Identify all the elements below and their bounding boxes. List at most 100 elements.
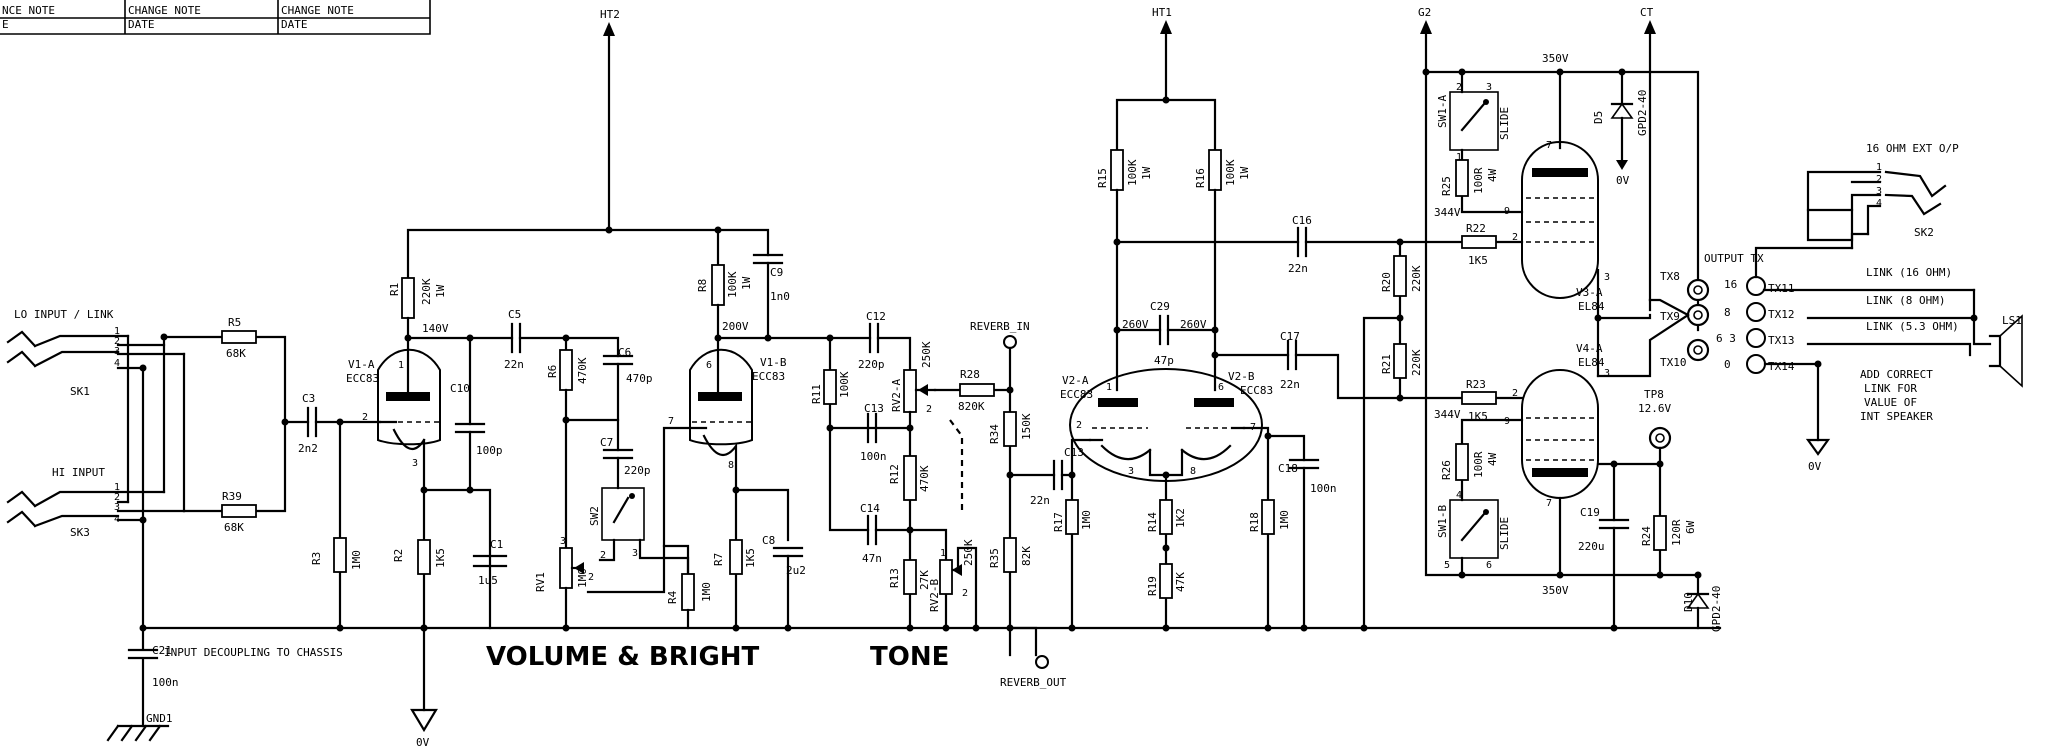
d10-diode: D10 GPD2-40 [1682,571,1723,632]
c7-value: 220p [624,464,651,477]
note-line: VALUE OF [1864,396,1917,409]
r7-value: 1K5 [744,548,757,568]
r35-ref: R35 [988,548,1001,568]
r1-ref: R1 [388,283,401,296]
pin: 2 [1456,82,1462,93]
output-tx-title: OUTPUT TX [1704,252,1764,265]
c3-value: 2n2 [298,442,318,455]
jack-pin: 4 [1876,198,1882,209]
c6-ref: C6 [618,346,631,359]
r13-ref: R13 [888,568,901,588]
rv1-ref: RV1 [534,572,547,592]
section-tone: TONE [870,642,949,672]
pin: 2 [600,550,606,561]
c29-ref: C29 [1150,300,1170,313]
tap-label: 6 3 [1716,332,1736,345]
r28-ref: R28 [960,368,980,381]
ov-label: 0V [1808,460,1822,473]
r24-power: 6W [1684,520,1697,534]
title-cell: E [2,18,9,31]
r3-resistor: R3 1M0 [310,420,363,630]
c5-capacitor: C5 22n [406,308,568,371]
note-line: LINK FOR [1864,382,1917,395]
tx11-label: TX11 [1768,282,1795,295]
r6-value: 470K [576,357,589,384]
jack-pin: 2 [114,492,120,503]
r11-value: 100K [838,371,851,398]
c6-value: 470p [626,372,653,385]
c17-ref: C17 [1280,330,1300,343]
tap-label: 16 [1724,278,1737,291]
r2-resistor: R2 1K5 [392,488,492,630]
v140-label: 140V [422,322,449,335]
tube-v2: R15 100K 1W R16 100K 1W C16 22n C29 47p … [1060,149,1402,632]
r21-ref: R21 [1380,354,1393,374]
pin: 8 [728,460,734,471]
r35-value: 82K [1020,546,1033,566]
rail-ht1-label: HT1 [1152,6,1172,19]
pin: 6 [1218,382,1224,393]
reverb-in-terminal [1003,335,1017,349]
pin: 3 [560,536,566,547]
r5-ref: R5 [228,316,241,329]
sk3-label: SK3 [70,526,90,539]
pin: 2 [1076,420,1082,431]
tap-label: 0 [1724,358,1731,371]
pin: 6 [1486,560,1492,571]
r7-ref: R7 [712,553,725,566]
r4-value: 1M0 [700,582,713,602]
v1b-ref: V1-B [760,356,787,369]
rail-arrow [603,22,615,36]
sw1a-ref: SW1-A [1436,95,1449,128]
reverb-out-label: REVERB_OUT [1000,676,1067,689]
r22-value: 1K5 [1468,254,1488,267]
title-cell: DATE [128,18,155,31]
section-volume-bright: VOLUME & BRIGHT [486,642,760,672]
tube-v4a: 3 9 7 V4-A EL84 350V [1504,314,1610,597]
tube-v1b: R8 100K 1W C9 1n0 200V 6 8 V1-B ECC83 [689,253,832,492]
r5-value: 68K [226,347,246,360]
pin: 9 [1504,416,1510,427]
ext-output-sk2: 16 OHM EXT O/P 1 2 3 4 SK2 [1806,142,1959,250]
r12-value: 470K [918,465,931,492]
tone-stack: R11 100K C12 220p RV2-A 250K 2 C13 100n … [810,310,980,632]
d10-ref: D10 [1682,592,1695,612]
r23-ref: R23 [1466,378,1486,391]
r18-ref: R18 [1248,512,1261,532]
rail-g2-label: G2 [1418,6,1431,19]
input-jacks: LO INPUT / LINK 1 2 3 4 SK1 HI INPUT 1 2… [6,308,186,630]
jack-pin: 1 [114,482,120,493]
sw2-ref: SW2 [588,506,601,526]
c21-note: INPUT DECOUPLING TO CHASSIS [164,646,343,659]
r12-ref: R12 [888,464,901,484]
r24-value: 120R [1670,519,1683,546]
r1-value: 220K [420,278,433,305]
v350-bot-label: 350V [1542,584,1569,597]
r17-ref: R17 [1052,512,1065,532]
r15-power: 1W [1140,166,1153,180]
c5-ref: C5 [508,308,521,321]
ov-label: 0V [416,736,430,748]
sw1b-ref: SW1-B [1436,505,1449,538]
r25-power: 4W [1486,168,1499,182]
v126-label: 12.6V [1638,402,1671,415]
tx12-label: TX12 [1768,308,1795,321]
r2-ref: R2 [392,549,405,562]
r15-ref: R15 [1096,168,1109,188]
d5-ref: D5 [1592,111,1605,124]
pin: 7 [1546,140,1552,151]
sw1a-r25: SW1-A SLIDE 2 3 1 R25 100R 4W 344V [1424,68,1700,577]
gnd1-label: GND1 [146,712,173,725]
c9-value: 1n0 [770,290,790,303]
slide-label: SLIDE [1498,107,1511,140]
r26-value: 100R [1472,451,1485,478]
pin: 2 [962,588,968,599]
tap-label: 8 [1724,306,1731,319]
tube-v3a: 350V 7 9 3 V3-A EL84 [1504,52,1610,320]
pin: 2 [588,572,594,583]
link8-label: LINK (8 OHM) [1866,294,1945,307]
pin: 2 [362,412,368,423]
r25-value: 100R [1472,167,1485,194]
c3-capacitor: C3 2n2 [283,392,382,455]
c13-value: 100n [860,450,887,463]
